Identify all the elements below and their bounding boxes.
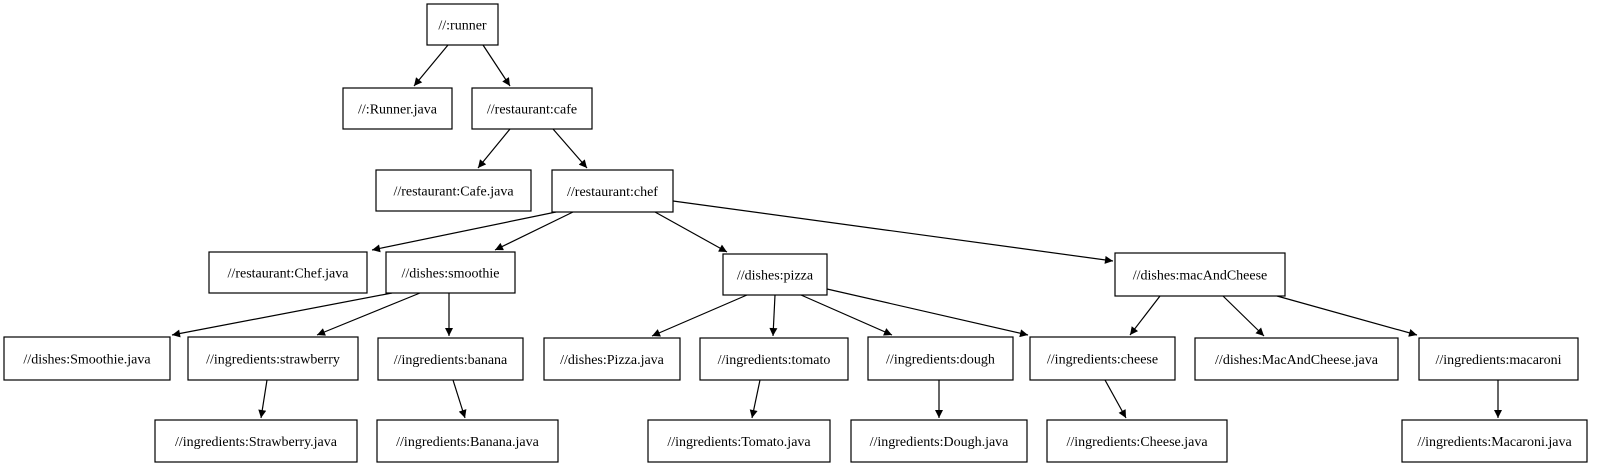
graph-node-macandcheese_java: //dishes:MacAndCheese.java (1194, 337, 1399, 381)
graph-node-label-macandcheese: //dishes:macAndCheese (1133, 269, 1268, 284)
graph-node-box-cheese (1029, 336, 1176, 381)
edge-pizza-to-pizza_java (651, 294, 748, 337)
graph-node-label-smoothie: //dishes:smoothie (402, 267, 500, 282)
graph-node-label-chef: //restaurant:chef (567, 185, 658, 200)
graph-node-smoothie: //dishes:smoothie (385, 251, 516, 294)
graph-node-label-strawberry: //ingredients:strawberry (206, 353, 340, 368)
edge-runner-to-runner_java (413, 44, 449, 87)
edge-pizza-to-dough (800, 294, 893, 336)
graph-node-dough_java: //ingredients:Dough.java (850, 419, 1028, 463)
edge-runner-to-cafe (482, 44, 511, 87)
edge-banana-to-banana_java (452, 379, 467, 419)
graph-node-strawberry_java: //ingredients:Strawberry.java (154, 419, 358, 463)
graph-node-box-runner (426, 3, 499, 46)
edge-cafe-to-cafe_java (477, 128, 511, 169)
graph-node-smoothie_java: //dishes:Smoothie.java (3, 336, 171, 381)
edge-cheese-to-cheese_java (1104, 379, 1127, 419)
graph-node-label-smoothie_java: //dishes:Smoothie.java (23, 353, 151, 368)
edge-smoothie-to-strawberry (316, 292, 421, 336)
graph-node-runner_java: //:Runner.java (342, 87, 453, 130)
graph-node-cafe_java: //restaurant:Cafe.java (375, 169, 532, 212)
graph-node-dough: //ingredients:dough (867, 336, 1014, 381)
graph-node-box-banana (377, 337, 524, 381)
graph-node-label-strawberry_java: //ingredients:Strawberry.java (175, 435, 338, 450)
graph-node-box-cafe_java (375, 169, 532, 212)
graph-node-label-pizza_java: //dishes:Pizza.java (560, 353, 665, 368)
graph-node-box-macaroni_java (1401, 419, 1588, 463)
edge-cafe-to-chef (552, 128, 588, 169)
graph-node-box-dough (867, 336, 1014, 381)
graph-node-macaroni: //ingredients:macaroni (1418, 337, 1579, 381)
graph-node-box-strawberry_java (154, 419, 358, 463)
graph-node-box-macandcheese (1114, 252, 1286, 297)
graph-node-box-runner_java (342, 87, 453, 130)
nodes-layer: //:runner //:Runner.java //restaurant:cafe… (3, 3, 1588, 463)
edge-chef-to-pizza (654, 211, 728, 253)
edge-tomato-to-tomato_java (749, 379, 761, 419)
graph-node-label-macaroni_java: //ingredients:Macaroni.java (1417, 435, 1572, 450)
graph-node-label-cafe_java: //restaurant:Cafe.java (393, 185, 514, 200)
graph-node-label-runner_java: //:Runner.java (358, 103, 438, 118)
graph-node-cafe: //restaurant:cafe (471, 87, 593, 130)
graph-node-label-chef_java: //restaurant:Chef.java (228, 267, 350, 282)
graph-node-box-banana_java (376, 419, 559, 463)
edge-macandcheese-to-cheese (1129, 295, 1161, 336)
graph-node-chef_java: //restaurant:Chef.java (208, 251, 368, 294)
graph-node-cheese_java: //ingredients:Cheese.java (1046, 419, 1228, 463)
edge-chef-to-chef_java (371, 211, 557, 253)
graph-node-label-cafe: //restaurant:cafe (487, 103, 577, 118)
edge-chef-to-smoothie (494, 211, 574, 251)
graph-node-chef: //restaurant:chef (551, 169, 674, 213)
edge-pizza-to-cheese (826, 288, 1029, 338)
graph-node-box-chef (551, 169, 674, 213)
graph-node-label-pizza: //dishes:pizza (737, 269, 814, 284)
graph-node-box-tomato_java (647, 419, 831, 463)
graph-node-box-dough_java (850, 419, 1028, 463)
graph-node-tomato_java: //ingredients:Tomato.java (647, 419, 831, 463)
graph-node-box-cheese_java (1046, 419, 1228, 463)
edge-chef-to-macandcheese (672, 200, 1114, 264)
graph-node-runner: //:runner (426, 3, 499, 46)
graph-node-box-cafe (471, 87, 593, 130)
graph-node-box-strawberry (187, 336, 359, 381)
graph-node-macaroni_java: //ingredients:Macaroni.java (1401, 419, 1588, 463)
graph-node-label-cheese_java: //ingredients:Cheese.java (1066, 435, 1208, 450)
graph-node-macandcheese: //dishes:macAndCheese (1114, 252, 1286, 297)
graph-node-box-chef_java (208, 251, 368, 294)
edge-strawberry-to-strawberry_java (258, 379, 268, 419)
graph-node-label-cheese: //ingredients:cheese (1047, 353, 1158, 368)
graph-node-label-macandcheese_java: //dishes:MacAndCheese.java (1215, 353, 1379, 368)
graph-node-box-macandcheese_java (1194, 337, 1399, 381)
graph-node-label-tomato_java: //ingredients:Tomato.java (667, 435, 811, 450)
graph-node-box-tomato (699, 337, 849, 381)
edges-layer (171, 44, 1502, 419)
graph-node-banana: //ingredients:banana (377, 337, 524, 381)
graph-node-label-dough_java: //ingredients:Dough.java (870, 435, 1010, 450)
edge-macandcheese-to-macaroni (1276, 295, 1418, 337)
graph-node-label-tomato: //ingredients:tomato (718, 353, 831, 368)
graph-node-box-smoothie (385, 251, 516, 294)
edge-smoothie-to-smoothie_java (171, 292, 393, 338)
graph-node-pizza_java: //dishes:Pizza.java (543, 337, 681, 381)
graph-node-label-runner: //:runner (438, 19, 487, 34)
graph-node-label-banana: //ingredients:banana (394, 353, 508, 368)
graph-node-pizza: //dishes:pizza (722, 253, 828, 296)
edge-macandcheese-to-macandcheese_java (1222, 295, 1265, 337)
graph-node-box-macaroni (1418, 337, 1579, 381)
graph-node-tomato: //ingredients:tomato (699, 337, 849, 381)
graph-node-box-smoothie_java (3, 336, 171, 381)
graph-node-label-macaroni: //ingredients:macaroni (1436, 353, 1562, 368)
graph-node-label-dough: //ingredients:dough (886, 353, 995, 368)
graph-node-box-pizza (722, 253, 828, 296)
graph-node-banana_java: //ingredients:Banana.java (376, 419, 559, 463)
graph-node-cheese: //ingredients:cheese (1029, 336, 1176, 381)
graph-node-box-pizza_java (543, 337, 681, 381)
graph-node-strawberry: //ingredients:strawberry (187, 336, 359, 381)
graph-node-label-banana_java: //ingredients:Banana.java (396, 435, 539, 450)
edge-pizza-to-tomato (769, 294, 778, 337)
